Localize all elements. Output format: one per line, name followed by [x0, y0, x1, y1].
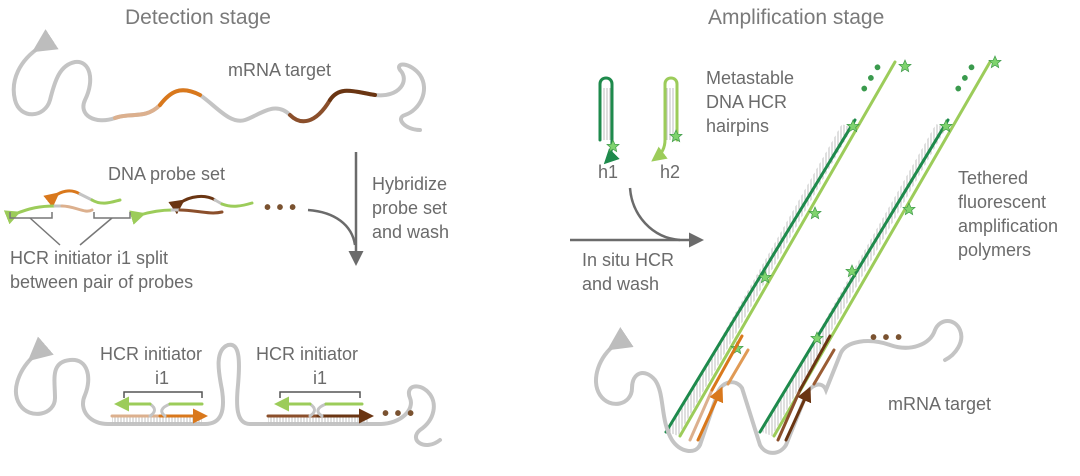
- detection-title: Detection stage: [125, 6, 271, 29]
- hairpin-h2: [651, 76, 679, 162]
- bottom-ellipsis: • • •: [382, 403, 414, 425]
- mrna-amplification: [594, 319, 964, 455]
- tethered-line1: Tethered: [958, 168, 1028, 188]
- split-bracket: [9, 212, 131, 246]
- probe-set-label: DNA probe set: [108, 164, 225, 184]
- hybridize-arrow: [307, 152, 364, 266]
- polymer-1-ellipsis: • • •: [854, 59, 890, 98]
- hybridize-line3: and wash: [372, 222, 449, 242]
- initiator-a-line2: i1: [155, 368, 169, 388]
- initiator-a-line1: HCR initiator: [100, 344, 202, 364]
- star-icon: [898, 59, 912, 72]
- probe-ellipsis: • • •: [264, 197, 296, 219]
- mrna-top: [11, 29, 426, 132]
- hairpins-line3: hairpins: [706, 116, 769, 136]
- star-icon: [988, 55, 1002, 68]
- duplex-b: [266, 396, 374, 424]
- initiator-b-line1: HCR initiator: [256, 344, 358, 364]
- mrna-bottom: [14, 336, 442, 447]
- h1-label: h1: [598, 162, 618, 182]
- hybridize-line1: Hybridize: [372, 174, 447, 194]
- amp-probes-1: [688, 334, 750, 442]
- polymer-1: [664, 60, 897, 438]
- mrna-target-label: mRNA target: [228, 60, 331, 80]
- hairpins-line1: Metastable: [706, 68, 794, 88]
- tethered-line4: polymers: [958, 240, 1031, 260]
- h2-label: h2: [660, 162, 680, 182]
- hybridize-line2: probe set: [372, 198, 447, 218]
- star-icon: [606, 139, 620, 152]
- amp-mrna-label: mRNA target: [888, 394, 991, 414]
- star-icon: [902, 202, 916, 215]
- duplex-a: [110, 396, 208, 424]
- insitu-line1: In situ HCR: [582, 250, 674, 270]
- probe-pair-b: [129, 194, 254, 225]
- split-label-line1: HCR initiator i1 split: [10, 248, 168, 268]
- hairpin-h1: [598, 76, 620, 165]
- split-label-line2: between pair of probes: [10, 272, 193, 292]
- initiator-b-line2: i1: [313, 368, 327, 388]
- amp-ellipsis: • • •: [870, 327, 902, 349]
- amp-probes-2: [776, 334, 836, 442]
- initiator-bracket-b: [279, 391, 361, 398]
- polymer-2-ellipsis: • • •: [948, 59, 984, 98]
- insitu-line2: and wash: [582, 274, 659, 294]
- insitu-arrow: [570, 187, 704, 248]
- tethered-line3: amplification: [958, 216, 1058, 236]
- amplification-title: Amplification stage: [708, 6, 884, 29]
- probe-pair-a: [3, 189, 122, 225]
- polymer-2: [758, 60, 992, 438]
- hairpins-line2: DNA HCR: [706, 92, 787, 112]
- initiator-bracket-a: [123, 391, 203, 398]
- tethered-line2: fluorescent: [958, 192, 1046, 212]
